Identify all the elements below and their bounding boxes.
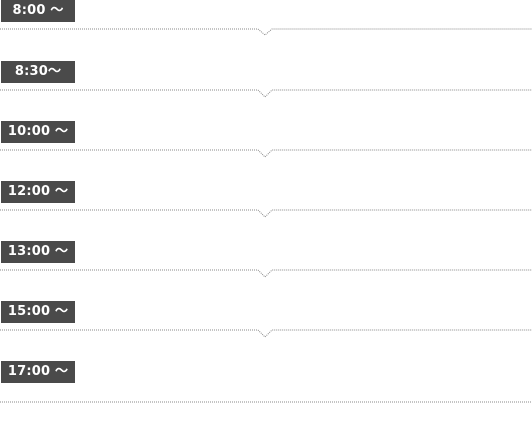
arrow-divider (0, 28, 532, 42)
schedule-slot: 8:30〜 (0, 61, 532, 121)
time-badge: 12:00 〜 (1, 181, 75, 203)
time-badge: 13:00 〜 (1, 241, 75, 263)
arrow-divider (0, 269, 532, 283)
time-badge: 8:30〜 (1, 61, 75, 83)
schedule-slot: 15:00 〜 (0, 301, 532, 361)
arrow-divider (0, 149, 532, 163)
schedule-slot: 17:00 〜 (0, 361, 532, 421)
schedule-slot: 10:00 〜 (0, 121, 532, 181)
schedule-slot: 13:00 〜 (0, 241, 532, 301)
time-badge: 17:00 〜 (1, 361, 75, 383)
time-badge: 10:00 〜 (1, 121, 75, 143)
arrow-divider (0, 89, 532, 103)
bottom-divider (0, 401, 532, 415)
schedule-timeline: 8:00 〜 8:30〜 10:00 〜 12:00 〜 (0, 0, 532, 403)
arrow-divider (0, 209, 532, 223)
time-badge: 15:00 〜 (1, 301, 75, 323)
schedule-slot: 8:00 〜 (0, 0, 532, 60)
time-badge: 8:00 〜 (1, 0, 75, 22)
schedule-slot: 12:00 〜 (0, 181, 532, 241)
arrow-divider (0, 329, 532, 343)
